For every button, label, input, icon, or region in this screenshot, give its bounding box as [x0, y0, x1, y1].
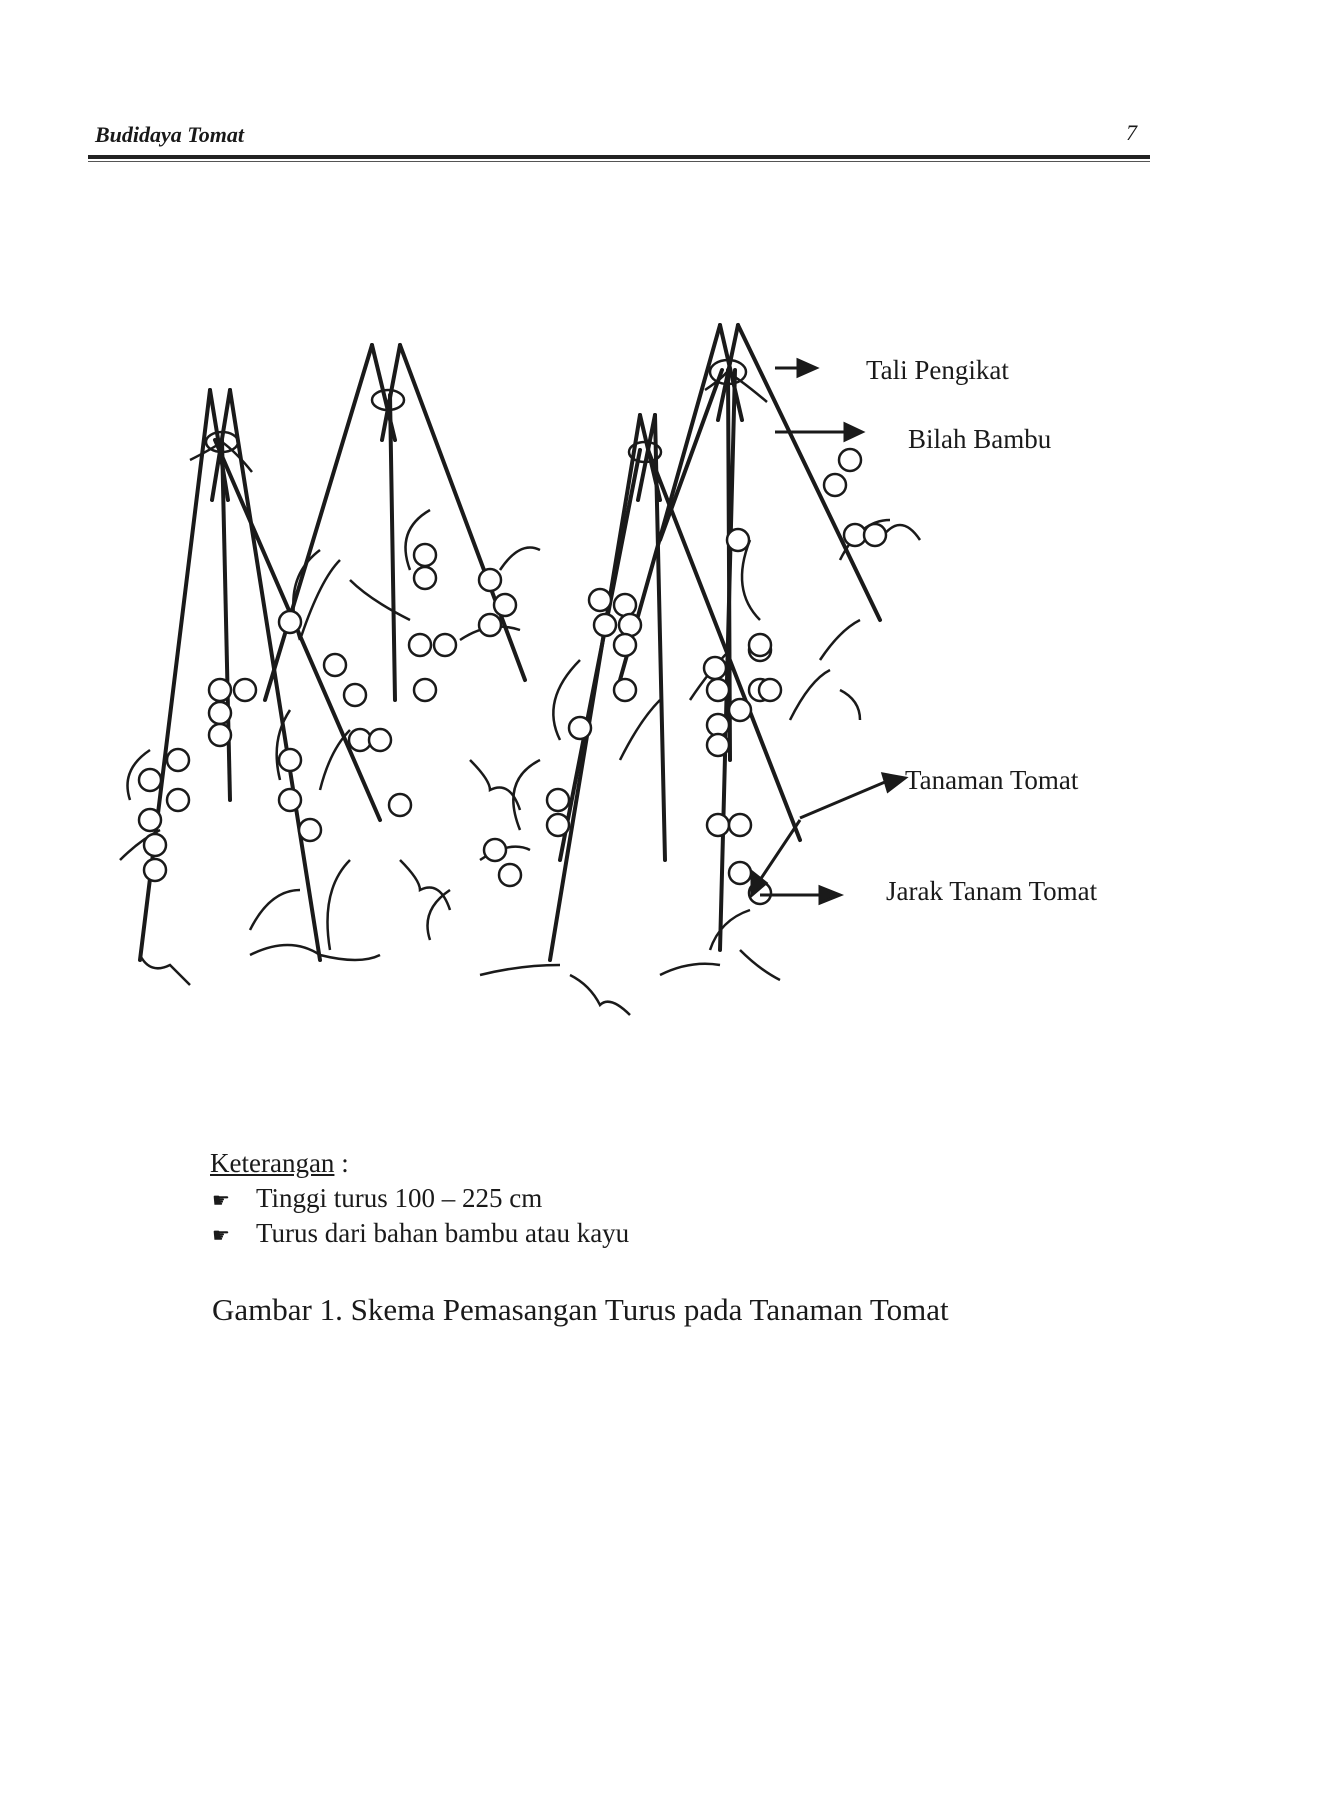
- tomato-stake-diagram: [119, 323, 922, 1016]
- tie-knots: [189, 358, 768, 473]
- label-arrows: [750, 357, 909, 906]
- legend-item: ☛Turus dari bahan bambu atau kayu: [212, 1218, 630, 1248]
- label-bilah-bambu: Bilah Bambu: [908, 424, 1052, 454]
- figure-caption: Gambar 1. Skema Pemasangan Turus pada Ta…: [212, 1292, 949, 1327]
- header-rule: [88, 155, 1150, 159]
- label-tali-pengikat: Tali Pengikat: [866, 355, 1009, 385]
- header-rule-thin: [88, 161, 1150, 162]
- pointing-hand-icon: ☛: [212, 1225, 230, 1247]
- pointing-hand-icon: ☛: [212, 1190, 230, 1212]
- tomato-fruits: [137, 447, 888, 906]
- label-tanaman-tomat: Tanaman Tomat: [905, 765, 1079, 795]
- bamboo-stakes: [138, 323, 882, 962]
- legend-item: ☛Tinggi turus 100 – 225 cm: [212, 1183, 543, 1213]
- ground-roots: [138, 688, 862, 1016]
- tomato-plants: [119, 508, 922, 951]
- label-jarak-tanam: Jarak Tanam Tomat: [886, 876, 1098, 906]
- page-number: 7: [1126, 120, 1137, 145]
- legend-title: Keterangan :: [210, 1148, 349, 1178]
- running-header-title: Budidaya Tomat: [95, 122, 244, 147]
